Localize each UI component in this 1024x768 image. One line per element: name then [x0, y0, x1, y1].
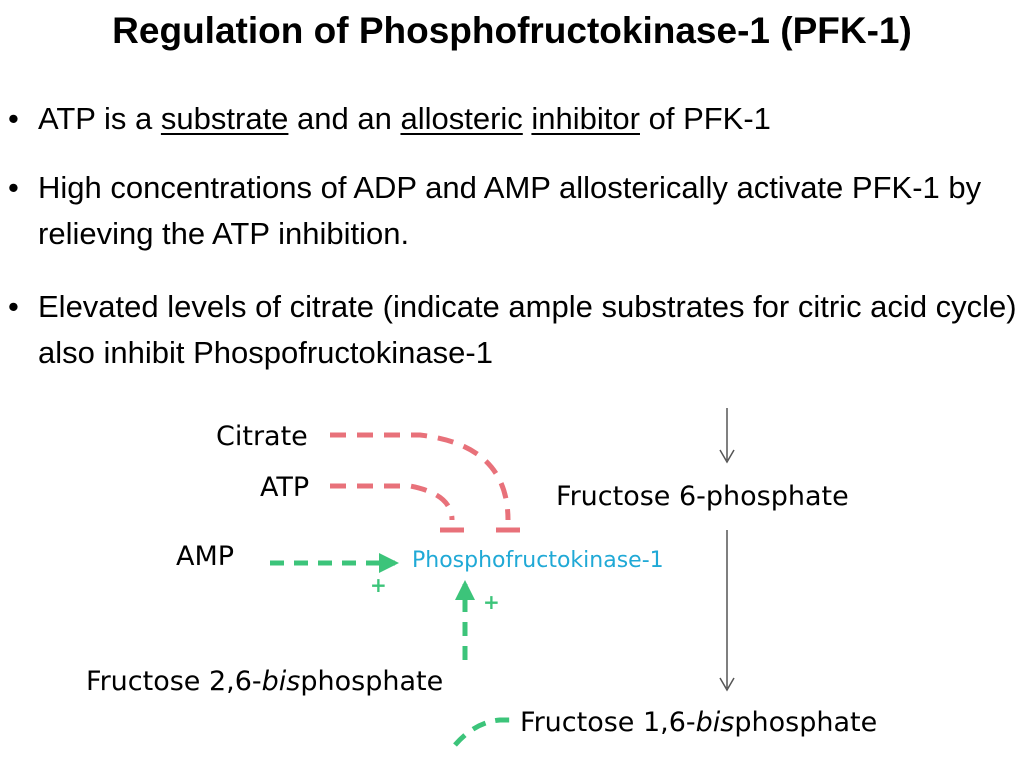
term-allosteric: allosteric	[400, 101, 523, 136]
f26bp-plus-sign: +	[483, 590, 500, 614]
bullet-text: High concentrations of ADP and AMP allos…	[38, 170, 982, 251]
label-citrate: Citrate	[216, 421, 308, 452]
f16bp-activation-line	[453, 717, 512, 747]
bullet-text-part: of PFK-1	[639, 101, 771, 136]
pathway-arrowhead-in	[719, 449, 735, 464]
pfk1-regulation-diagram: + + Citrate ATP AMP Phosphofructokinase-…	[86, 408, 877, 747]
bullet-atp-inhibitor: • ATP is a substrate and an allosteric i…	[8, 96, 1018, 142]
pathway-arrowhead-out	[719, 677, 735, 692]
bullet-dot: •	[8, 170, 19, 205]
slide-title: Regulation of Phosphofructokinase-1 (PFK…	[112, 10, 912, 51]
label-fructose-6-phosphate: Fructose 6-phosphate	[556, 481, 849, 512]
label-atp: ATP	[260, 472, 309, 503]
term-substrate: substrate	[160, 101, 289, 136]
bullet-text-part: and an	[288, 101, 401, 136]
label-part-italic: bis	[262, 666, 301, 697]
label-part: Fructose 1,6-	[520, 707, 696, 738]
bullet-dot: •	[8, 289, 19, 324]
label-part: phosphate	[734, 707, 877, 738]
bullet-dot: •	[8, 101, 19, 136]
bullet-adp-amp-activation: • High concentrations of ADP and AMP all…	[8, 165, 1018, 257]
label-fructose-2-6-bisphosphate: Fructose 2,6-bisphosphate	[86, 666, 443, 697]
bullet-text: Elevated levels of citrate (indicate amp…	[38, 289, 1017, 370]
label-part: Fructose 2,6-	[86, 666, 262, 697]
bullet-citrate-inhibition: • Elevated levels of citrate (indicate a…	[8, 284, 1018, 376]
term-inhibitor: inhibitor	[531, 101, 640, 136]
bullet-text-part: ATP is a	[38, 101, 161, 136]
label-phosphofructokinase-1: Phosphofructokinase-1	[412, 548, 664, 573]
label-part: phosphate	[300, 666, 443, 697]
amp-plus-sign: +	[370, 573, 387, 597]
label-fructose-1-6-bisphosphate: Fructose 1,6-bisphosphate	[520, 707, 877, 738]
bullet-text: ATP is a substrate and an allosteric inh…	[38, 96, 1018, 142]
citrate-inhibition-line	[330, 432, 511, 521]
atp-inhibition-line	[330, 483, 455, 521]
label-amp: AMP	[176, 541, 234, 572]
label-part-italic: bis	[696, 707, 735, 738]
